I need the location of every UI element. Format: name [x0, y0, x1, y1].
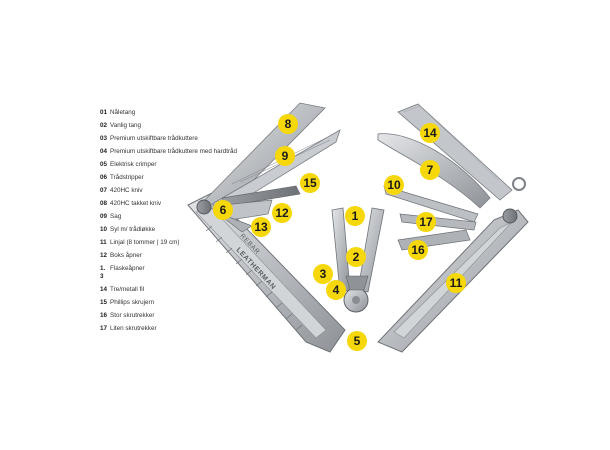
marker-label: 5	[354, 334, 361, 348]
legend-number: 1. 3	[100, 265, 106, 280]
legend-number: 07	[100, 187, 108, 194]
legend-number: 09	[100, 213, 108, 220]
callout-marker: 4	[326, 280, 346, 300]
legend-label: Trådstripper	[110, 174, 144, 181]
left-pivot	[196, 199, 212, 215]
marker-label: 10	[387, 178, 401, 192]
lanyard-ring	[512, 177, 526, 191]
marker-label: 11	[450, 276, 463, 290]
legend-label: 420HC takket kniv	[110, 200, 162, 207]
legend-number: 17	[100, 325, 108, 332]
callout-marker: 2	[346, 247, 366, 267]
legend-label: Vanlig tang	[110, 122, 142, 129]
legend-number: 02	[100, 122, 108, 129]
legend-label: Linjal (8 tommer | 19 cm)	[110, 239, 180, 246]
callout-marker: 15	[300, 173, 320, 193]
marker-label: 17	[419, 215, 433, 229]
legend-label: Syl m/ trådløkke	[110, 226, 156, 233]
legend-label: Flaskeåpner	[110, 265, 145, 272]
callout-marker: 13	[251, 217, 271, 237]
legend-label: Sag	[110, 213, 122, 220]
legend-number: 01	[100, 109, 108, 116]
marker-label: 12	[275, 206, 289, 220]
legend-number: 04	[100, 148, 108, 155]
legend-item: 1. 3 Flaskeåpner	[100, 265, 240, 281]
callout-marker: 10	[384, 175, 404, 195]
legend-number: 05	[100, 161, 108, 168]
callout-marker: 17	[416, 212, 436, 232]
callout-marker: 5	[347, 331, 367, 351]
legend-label: Nåletang	[110, 109, 136, 116]
callout-marker: 8	[278, 114, 298, 134]
marker-label: 6	[220, 203, 227, 217]
legend-number: 16	[100, 312, 108, 319]
marker-label: 13	[254, 220, 268, 234]
marker-label: 16	[411, 243, 425, 257]
legend-number: 15	[100, 299, 108, 306]
pliers-head	[331, 207, 385, 313]
callout-marker: 14	[420, 123, 440, 143]
marker-label: 7	[427, 163, 434, 177]
legend-label: Tre/metall fil	[110, 286, 145, 293]
callout-marker: 12	[272, 203, 292, 223]
legend-number: 14	[100, 286, 108, 293]
ruler-ticks	[205, 225, 303, 331]
callout-marker: 6	[213, 200, 233, 220]
marker-label: 3	[320, 267, 327, 281]
callout-marker: 16	[408, 240, 428, 260]
callout-marker: 9	[275, 146, 295, 166]
legend-number: 06	[100, 174, 108, 181]
marker-label: 4	[333, 283, 340, 297]
legend-label: Stor skrutrekker	[110, 312, 155, 319]
marker-label: 14	[423, 126, 437, 140]
legend-label: Elektrisk crimper	[110, 161, 157, 168]
legend-number: 08	[100, 200, 108, 207]
callout-marker: 11	[446, 273, 466, 293]
marker-label: 1	[352, 209, 359, 223]
legend-label: 420HC kniv	[110, 187, 143, 194]
legend-label: Liten skrutrekker	[110, 325, 157, 332]
right-pivot	[502, 208, 518, 224]
legend-label: Boks åpner	[110, 252, 142, 259]
marker-label: 8	[285, 117, 292, 131]
legend-number: 12	[100, 252, 108, 259]
legend-number: 03	[100, 135, 108, 142]
marker-label: 15	[303, 176, 317, 190]
legend-number: 11	[100, 239, 107, 246]
legend-label: Premium utskiftbare trådkuttere med hard…	[110, 148, 238, 155]
marker-label: 2	[353, 250, 360, 264]
legend-label: Premium utskiftbare trådkuttere	[110, 135, 198, 142]
legend-number: 10	[100, 226, 108, 233]
callout-marker: 1	[345, 206, 365, 226]
legend-label: Phillips skrujern	[110, 299, 155, 306]
callout-marker: 7	[420, 160, 440, 180]
marker-label: 9	[282, 149, 289, 163]
callout-marker: 3	[313, 264, 333, 284]
